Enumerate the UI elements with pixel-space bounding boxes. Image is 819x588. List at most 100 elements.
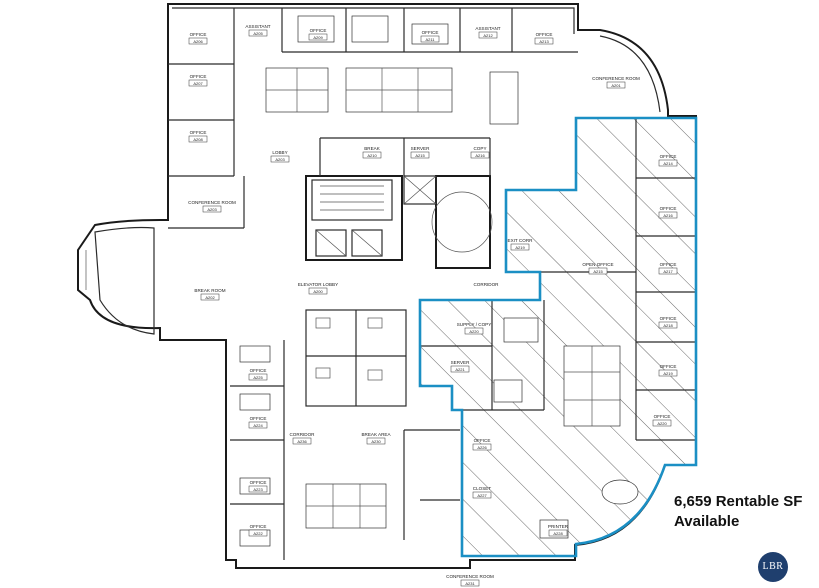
room-number: A201 [611, 83, 621, 88]
room-label: SERVER A215 [410, 146, 430, 159]
room-number: A222 [253, 531, 263, 536]
room-number-tag [464, 327, 484, 335]
room-number: A207 [193, 81, 203, 86]
room-name: OFFICE [660, 154, 677, 159]
room-name: BREAK ROOM [194, 288, 225, 293]
room-number-tag [658, 211, 678, 219]
room-name: OFFICE [660, 364, 677, 369]
room-number-tag [588, 267, 608, 275]
room-number-tag [534, 37, 554, 45]
room-number: A226 [477, 445, 487, 450]
room-number: A231 [465, 581, 475, 586]
workstations-top [265, 15, 519, 125]
room-name: OFFICE [660, 206, 677, 211]
room-name: OPEN OFFICE [582, 262, 613, 267]
room-number: A223 [253, 487, 263, 492]
room-label: OFFICE A222 [248, 524, 268, 537]
room-label: LOBBY A203 [270, 150, 290, 163]
room-name: OFFICE [536, 32, 553, 37]
room-number-tag [658, 369, 678, 377]
room-number: A215 [593, 269, 603, 274]
room-number-tag [362, 151, 382, 159]
room-number: A224 [253, 423, 263, 428]
room-number-tag [292, 437, 312, 445]
room-number: A203 [275, 157, 285, 162]
room-name: CONFERENCE ROOM [188, 200, 236, 205]
room-number-tag [420, 35, 440, 43]
room-number: A210 [367, 153, 377, 158]
room-number-tag [270, 155, 290, 163]
room-number: A218 [663, 323, 673, 328]
room-label: BREAK A210 [362, 146, 382, 159]
room-label: OFFICE A216 [658, 206, 678, 219]
building-core [168, 137, 493, 269]
room-name: OFFICE [250, 480, 267, 485]
room-name: OFFICE [250, 368, 267, 373]
room-number-tag [658, 267, 678, 275]
room-number: A217 [663, 269, 673, 274]
room-number: A220 [657, 421, 667, 426]
room-number-tag [202, 205, 222, 213]
room-number: A200 [313, 289, 323, 294]
room-number-tag [188, 79, 208, 87]
room-number-tag [658, 159, 678, 167]
room-number: A213 [539, 39, 549, 44]
room-number-tag [472, 443, 492, 451]
room-number-tag [450, 365, 470, 373]
room-label: BREAK ROOM A202 [194, 288, 226, 301]
room-label: OFFICE A214 [658, 154, 678, 167]
room-number: A216 [663, 213, 673, 218]
room-number-tag [188, 135, 208, 143]
room-label: OFFICE A220 [652, 414, 672, 427]
room-number-tag [478, 31, 498, 39]
room-number: A202 [205, 295, 215, 300]
room-name: OFFICE [250, 524, 267, 529]
room-label: OFFICE A213 [534, 32, 554, 45]
room-name: CONFERENCE ROOM [446, 574, 494, 579]
room-label: SERVER A221 [450, 360, 470, 373]
room-label: OFFICE A223 [248, 480, 268, 493]
room-name: BREAK [364, 146, 381, 151]
room-name: OFFICE [654, 414, 671, 419]
room-number: A230 [371, 439, 381, 444]
room-number: A219 [515, 245, 525, 250]
room-name: ELEVATOR LOBBY [298, 282, 338, 287]
room-name: SERVER [411, 146, 430, 151]
room-name: LOBBY [272, 150, 287, 155]
room-number-tag [410, 151, 430, 159]
room-number-tag [460, 579, 480, 587]
room-name: CORRIDOR [289, 432, 315, 437]
room-label: OFFICE A217 [658, 262, 678, 275]
room-name: CORRIDOR [473, 282, 499, 287]
room-label: ELEVATOR LOBBY A200 [298, 282, 338, 295]
room-number: A215 [415, 153, 425, 158]
room-number: A203 [207, 207, 217, 212]
room-number-tag [248, 373, 268, 381]
room-number: A205 [253, 31, 263, 36]
available-text: Available [674, 513, 740, 530]
room-number: A228 [553, 531, 563, 536]
building-shell [77, 3, 697, 569]
room-number: A208 [193, 137, 203, 142]
room-number: A227 [477, 493, 487, 498]
room-name: OFFICE [660, 262, 677, 267]
room-name: SERVER [451, 360, 470, 365]
room-number-tag [510, 243, 530, 251]
room-number: A221 [455, 367, 465, 372]
room-number-tag [548, 529, 568, 537]
room-number: A214 [663, 161, 673, 166]
